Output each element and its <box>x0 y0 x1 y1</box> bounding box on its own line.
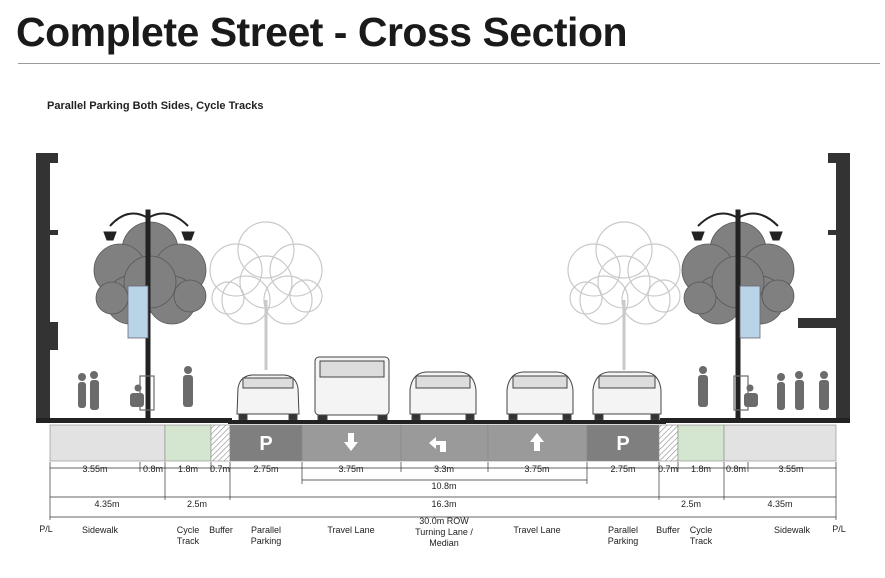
street-lamp-right <box>691 209 783 419</box>
sidewalk-right-strip <box>723 424 837 462</box>
dim-buffer-right: 0.7m <box>658 464 678 474</box>
property-line-right: P/L <box>832 524 846 534</box>
lane-sidewalk-right: Sidewalk <box>774 525 811 535</box>
dim-gap-left: 0.8m <box>143 464 163 474</box>
dim-cycle-left: 1.8m <box>178 464 198 474</box>
building-left <box>36 153 58 421</box>
dim-roadway-total: 16.3m <box>431 499 456 509</box>
buffer-right-strip <box>658 424 679 462</box>
cyclist-right <box>698 366 708 407</box>
dim-travel-left: 3.75m <box>338 464 363 474</box>
parking-symbol-left: P <box>259 433 272 455</box>
dim-sidewalk-right: 3.55m <box>778 464 803 474</box>
car-turning-lane <box>409 371 477 421</box>
parking-left-strip <box>229 424 303 462</box>
car-parked-right <box>592 371 662 421</box>
title-divider <box>18 63 880 64</box>
dim-parking-left: 2.75m <box>253 464 278 474</box>
dimension-lines <box>49 462 837 520</box>
tree-faded-right <box>567 221 681 370</box>
pedestrians-left <box>78 371 155 411</box>
cycle-track-left-strip <box>164 424 212 462</box>
median-strip <box>400 424 489 462</box>
cyclist-left <box>183 366 193 407</box>
page-title: Complete Street - Cross Section <box>16 9 628 55</box>
lane-markings: P P <box>259 433 630 455</box>
dim-cycle-right: 1.8m <box>691 464 711 474</box>
dim-pedestrian-right: 4.35m <box>767 499 792 509</box>
arrow-down-icon <box>344 433 358 451</box>
dim-roadway-inner: 10.8m <box>431 481 456 491</box>
diagram-subtitle: Parallel Parking Both Sides, Cycle Track… <box>47 100 264 112</box>
parking-right-strip <box>586 424 660 462</box>
dim-pedestrian-left: 4.35m <box>94 499 119 509</box>
parking-symbol-right: P <box>616 433 629 455</box>
lane-median: Turning Lane /Median <box>415 527 473 548</box>
sidewalk-left-strip <box>49 424 166 462</box>
dim-cycle-zone-left: 2.5m <box>187 499 207 509</box>
buffer-left-strip <box>210 424 231 462</box>
lane-travel-right: Travel Lane <box>513 525 560 535</box>
dimension-values: 3.55m 0.8m 1.8m 0.7m 2.75m 3.75m 3.3m 3.… <box>82 464 803 526</box>
dim-median: 3.3m <box>434 464 454 474</box>
arrow-left-turn-icon <box>429 437 446 452</box>
truck-travel-left <box>314 356 390 422</box>
car-travel-right <box>506 371 574 421</box>
dim-travel-right: 3.75m <box>524 464 549 474</box>
cycle-track-right-strip <box>677 424 725 462</box>
lane-buffer-right: Buffer <box>656 525 680 535</box>
building-right <box>798 153 850 421</box>
dim-row: 30.0m ROW <box>419 516 469 526</box>
ground-line <box>36 418 850 424</box>
lane-sidewalk-left: Sidewalk <box>82 525 119 535</box>
tree-faded-left <box>209 221 323 370</box>
property-line-left: P/L <box>39 524 53 534</box>
arrow-up-icon <box>530 433 544 451</box>
car-parked-left <box>236 374 300 421</box>
dim-sidewalk-left: 3.55m <box>82 464 107 474</box>
dim-gap-right: 0.8m <box>726 464 746 474</box>
lane-travel-left: Travel Lane <box>327 525 374 535</box>
lane-buffer-left: Buffer <box>209 525 233 535</box>
pedestrians-right <box>733 371 829 411</box>
dim-parking-right: 2.75m <box>610 464 635 474</box>
dim-buffer-left: 0.7m <box>210 464 230 474</box>
dim-cycle-zone-right: 2.5m <box>681 499 701 509</box>
